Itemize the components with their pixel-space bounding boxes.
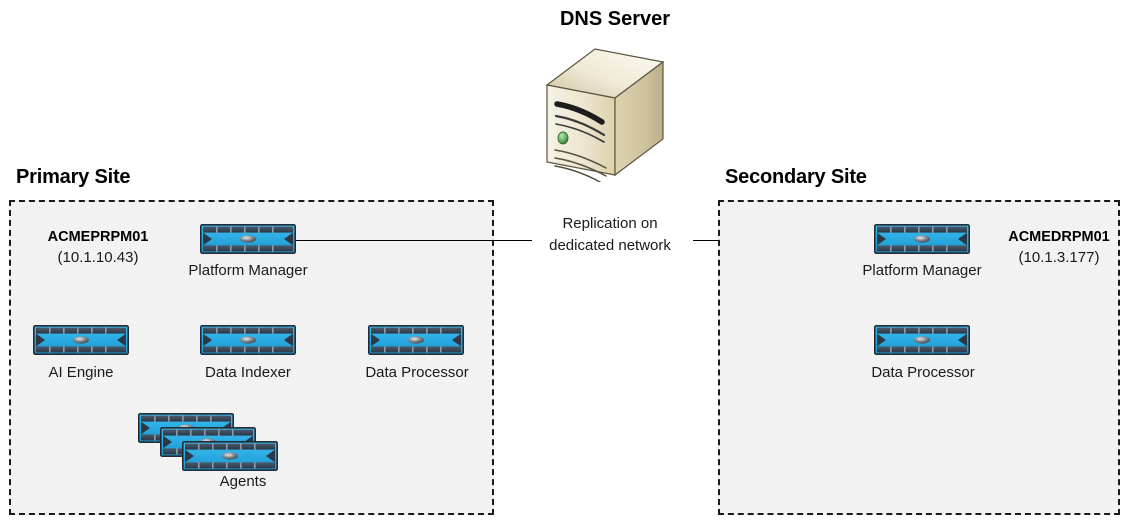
primary-site-title: Primary Site — [16, 166, 131, 188]
secondary-host-ip: (10.1.3.177) — [1018, 248, 1100, 266]
primary-agents-label: Agents — [219, 473, 267, 490]
agent-appliance-icon-3[interactable] — [182, 441, 278, 471]
network-appliance-stack-icon[interactable] — [138, 413, 278, 473]
network-appliance-icon[interactable] — [874, 325, 970, 355]
primary-ai-engine-label: AI Engine — [48, 364, 114, 381]
replication-label-line2: dedicated network — [549, 236, 671, 254]
primary-host-ip: (10.1.10.43) — [57, 248, 139, 266]
replication-link-label: Replication on dedicated network — [527, 213, 693, 257]
network-appliance-icon[interactable] — [874, 224, 970, 254]
primary-host-name: ACMEPRPM01 — [47, 229, 149, 245]
network-appliance-icon[interactable] — [200, 224, 296, 254]
replication-link-segment-left — [296, 240, 532, 241]
secondary-host-name: ACMEDRPM01 — [1008, 229, 1110, 245]
network-appliance-icon[interactable] — [33, 325, 129, 355]
network-appliance-icon[interactable] — [200, 325, 296, 355]
server-tower-icon — [540, 42, 670, 183]
dns-server-title: DNS Server — [559, 8, 671, 30]
primary-host-label: ACMEPRPM01 (10.1.10.43) — [28, 228, 168, 268]
primary-platform-manager-label: Platform Manager — [188, 262, 308, 279]
replication-label-line1: Replication on — [562, 215, 658, 232]
primary-data-indexer-label: Data Indexer — [205, 364, 291, 381]
secondary-host-label: ACMEDRPM01 (10.1.3.177) — [995, 228, 1123, 268]
secondary-site-title: Secondary Site — [725, 166, 867, 188]
network-appliance-icon[interactable] — [368, 325, 464, 355]
secondary-platform-manager-label: Platform Manager — [862, 262, 982, 279]
primary-data-processor-label: Data Processor — [365, 364, 469, 381]
secondary-data-processor-label: Data Processor — [871, 364, 975, 381]
